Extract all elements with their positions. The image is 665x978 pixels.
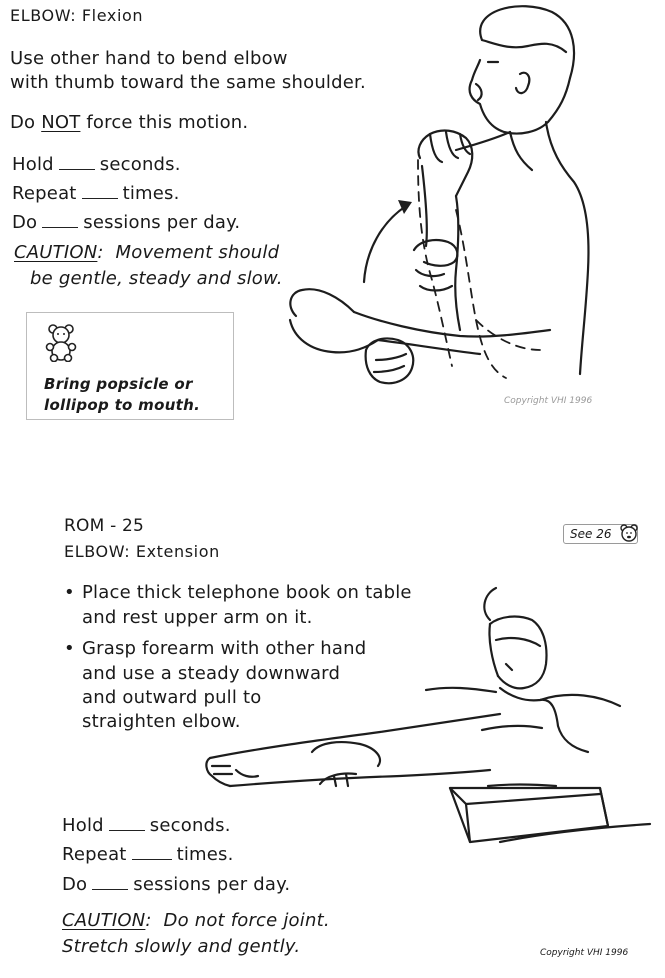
- do-suffix: sessions per day.: [83, 212, 241, 233]
- extension-bullet1-line1: Place thick telephone book on table: [64, 582, 412, 603]
- hold-suffix: seconds.: [149, 815, 231, 836]
- sessions-blank: [92, 875, 129, 890]
- flexion-caution-line2: be gentle, steady and slow.: [30, 268, 283, 289]
- hold-blank: [108, 816, 145, 831]
- teddy-bear-icon: [45, 324, 77, 362]
- teddy-bear-icon: [620, 524, 638, 542]
- repeat-blank: [81, 184, 118, 199]
- extension-hold-line: Hold seconds.: [62, 815, 231, 836]
- repeat-suffix: times.: [122, 183, 180, 204]
- extension-repeat-line: Repeat times.: [62, 844, 234, 865]
- caution-text-1: Movement should: [115, 242, 280, 263]
- flexion-sessions-line: Do sessions per day.: [12, 212, 240, 233]
- sessions-blank: [42, 213, 79, 228]
- repeat-label: Repeat: [12, 183, 77, 204]
- hold-label: Hold: [62, 815, 104, 836]
- see-reference-badge: See 26: [563, 524, 639, 544]
- do-not-prefix: Do: [10, 112, 36, 133]
- tip-box: [26, 312, 234, 420]
- extension-bullet2-line2: and use a steady downward: [82, 663, 341, 684]
- extension-caution-line2: Stretch slowly and gently.: [62, 936, 301, 957]
- extension-code: ROM - 25: [64, 516, 145, 536]
- extension-bullet1-line2: and rest upper arm on it.: [82, 607, 313, 628]
- extension-bullet2-line1: Grasp forearm with other hand: [64, 638, 366, 659]
- flexion-instruction-line2: with thumb toward the same shoulder.: [10, 72, 366, 93]
- flexion-illustration: [288, 5, 590, 385]
- caution-label: CAUTION: [62, 910, 146, 931]
- caution-text-1: Do not force joint.: [163, 910, 330, 931]
- repeat-label: Repeat: [62, 844, 127, 865]
- flexion-instruction-line1: Use other hand to bend elbow: [10, 48, 288, 69]
- repeat-suffix: times.: [176, 844, 234, 865]
- hold-blank: [58, 155, 95, 170]
- do-not-emphasis: NOT: [41, 112, 81, 133]
- extension-copyright: Copyright VHI 1996: [540, 948, 629, 958]
- flexion-caution-line1: CAUTION: Movement should: [14, 242, 280, 263]
- do-not-suffix: force this motion.: [86, 112, 249, 133]
- extension-caution-line1: CAUTION: Do not force joint.: [62, 910, 330, 931]
- tip-line1: Bring popsicle or: [44, 375, 193, 393]
- flexion-do-not-line: Do NOT force this motion.: [10, 112, 248, 133]
- tip-line2: lollipop to mouth.: [44, 396, 201, 414]
- flexion-copyright: Copyright VHI 1996: [504, 396, 593, 406]
- extension-bullet2-line3: and outward pull to: [82, 687, 262, 708]
- extension-title: ELBOW: Extension: [64, 542, 220, 561]
- do-label: Do: [12, 212, 38, 233]
- flexion-title: ELBOW: Flexion: [10, 6, 144, 25]
- extension-bullet2-line4: straighten elbow.: [82, 711, 241, 732]
- repeat-blank: [131, 845, 172, 860]
- caution-label: CAUTION: [14, 242, 98, 263]
- flexion-hold-line: Hold seconds.: [12, 154, 181, 175]
- extension-sessions-line: Do sessions per day.: [62, 874, 290, 895]
- do-label: Do: [62, 874, 88, 895]
- hold-suffix: seconds.: [99, 154, 181, 175]
- extension-illustration: [205, 586, 652, 844]
- do-suffix: sessions per day.: [133, 874, 291, 895]
- flexion-repeat-line: Repeat times.: [12, 183, 180, 204]
- hold-label: Hold: [12, 154, 54, 175]
